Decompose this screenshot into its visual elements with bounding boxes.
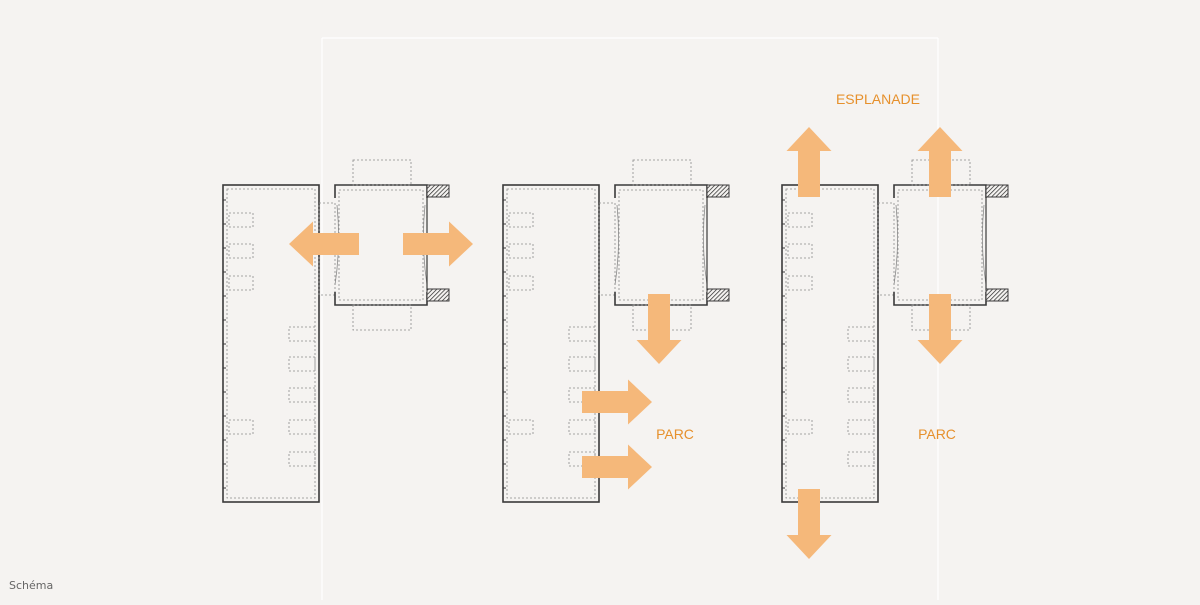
arrow-right-icon — [403, 221, 473, 267]
arrow-right-icon — [582, 444, 652, 490]
label-parc-1: PARC — [656, 426, 694, 442]
main-hall — [614, 184, 708, 306]
arrow-up-icon — [786, 127, 832, 197]
floor-plan-1 — [222, 159, 450, 503]
wall-hatch-icon — [426, 184, 450, 198]
arrow-right-icon — [582, 379, 652, 425]
floor-plan-3 — [781, 159, 1009, 503]
main-hall — [893, 184, 987, 306]
wall-hatch-icon — [985, 184, 1009, 198]
long-wing — [502, 184, 600, 503]
arrow-down-icon — [636, 294, 682, 364]
floor-plan-2 — [502, 159, 730, 503]
arrow-left-icon — [289, 221, 359, 267]
arrow-down-icon — [917, 294, 963, 364]
arrow-down-icon — [786, 489, 832, 559]
caption: Schéma — [9, 579, 54, 592]
wall-hatch-icon — [426, 288, 450, 302]
arrow-up-icon — [917, 127, 963, 197]
label-esplanade: ESPLANADE — [836, 91, 920, 107]
wall-hatch-icon — [706, 288, 730, 302]
wall-hatch-icon — [985, 288, 1009, 302]
wall-hatch-icon — [706, 184, 730, 198]
label-parc-2: PARC — [918, 426, 956, 442]
guide-lines — [321, 37, 939, 600]
long-wing — [781, 184, 879, 503]
